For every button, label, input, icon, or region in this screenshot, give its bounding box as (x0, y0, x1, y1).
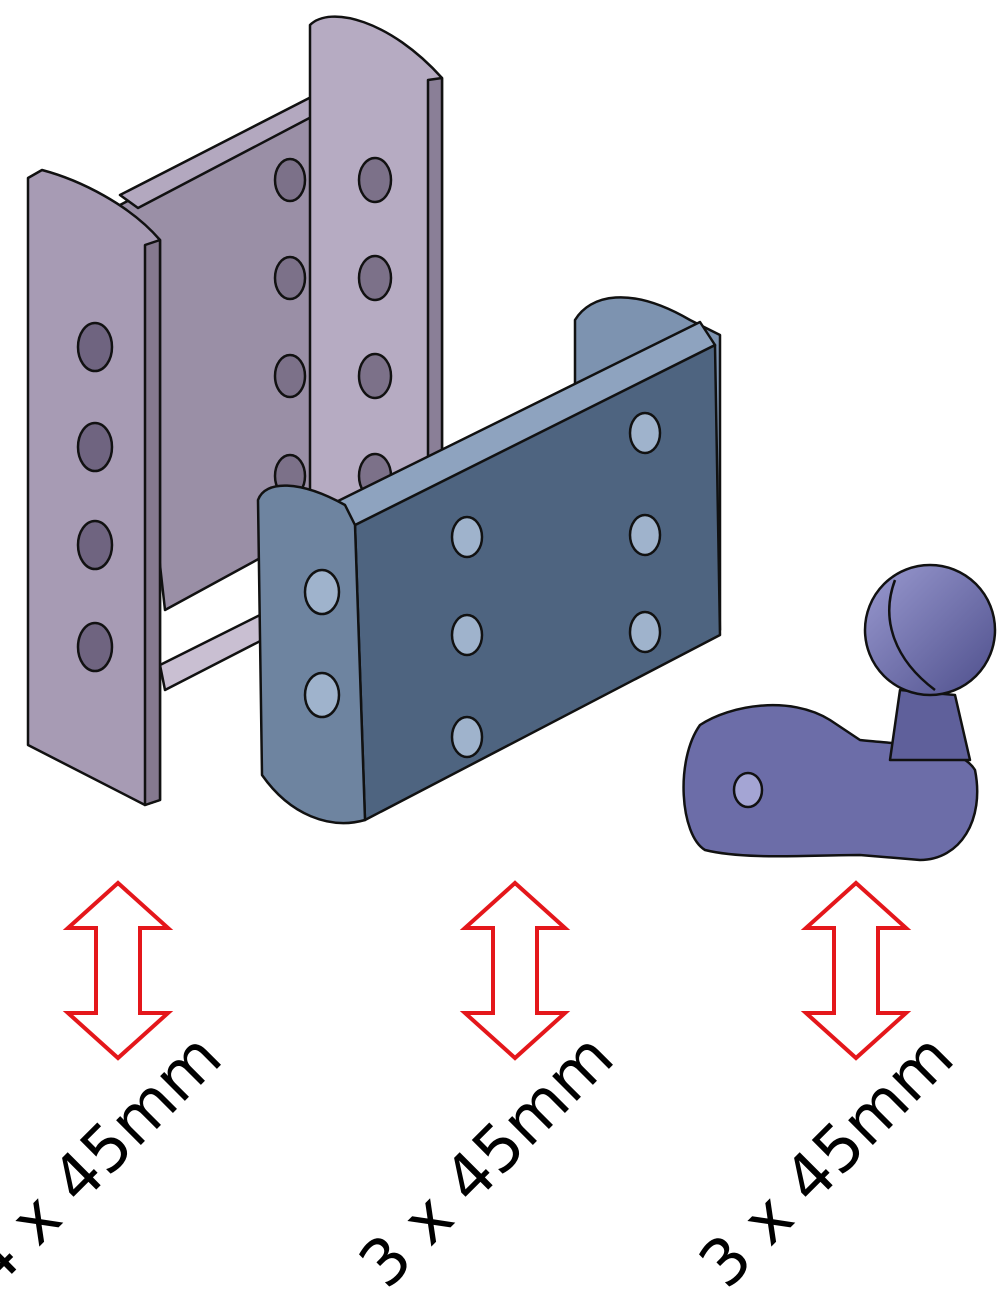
double-arrow-icon (459, 880, 571, 1061)
tow-ball (682, 563, 997, 862)
short-bracket (256, 296, 722, 825)
double-arrow-icon (62, 880, 174, 1061)
double-arrow-icon (800, 880, 912, 1061)
tall-bracket (26, 15, 444, 807)
